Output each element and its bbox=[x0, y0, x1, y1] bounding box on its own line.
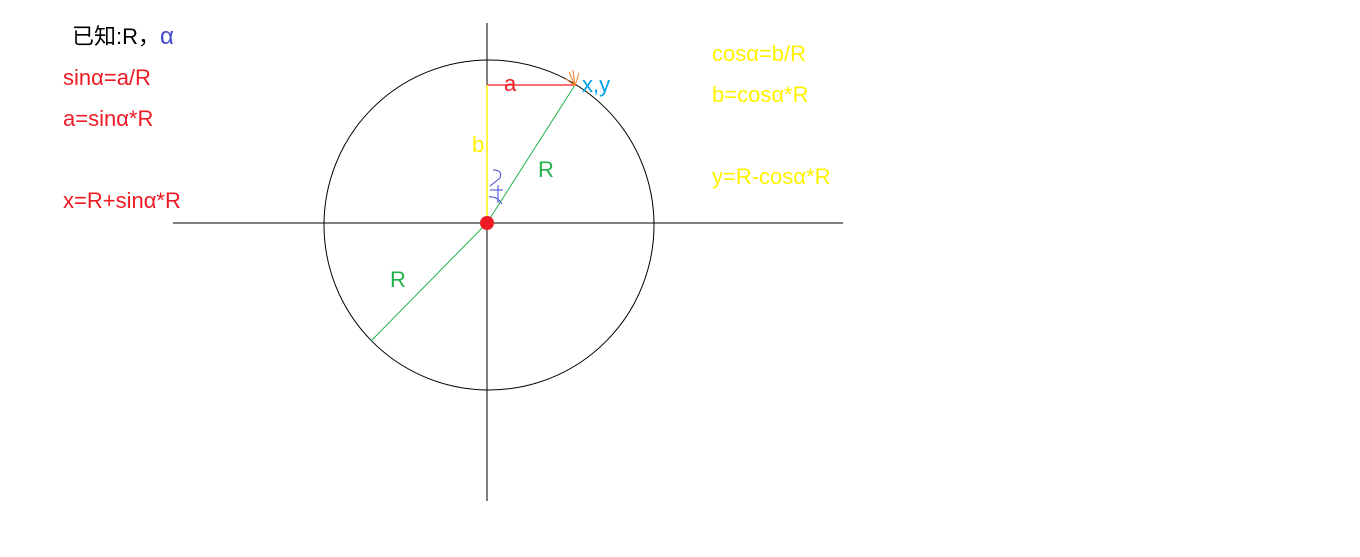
alpha-symbol: α bbox=[160, 23, 174, 50]
sine-formula-3: x=R+sinα*R bbox=[63, 188, 181, 213]
cosine-formula-2: b=cosα*R bbox=[712, 82, 809, 107]
circle bbox=[323, 59, 655, 391]
cosine-formula-3: y=R-cosα*R bbox=[712, 164, 831, 189]
point-marker bbox=[565, 69, 580, 87]
label-point: x,y bbox=[582, 72, 611, 97]
label-radius-lower: R bbox=[390, 267, 406, 292]
label-b: b bbox=[472, 132, 485, 157]
radius-lower bbox=[370, 222, 488, 342]
label-radius-upper: R bbox=[538, 157, 554, 182]
cosine-formula-1: cosα=b/R bbox=[712, 41, 807, 66]
given-text: 已知:R，α bbox=[72, 24, 174, 50]
sine-formula-1: sinα=a/R bbox=[63, 65, 151, 90]
center-point bbox=[480, 216, 494, 230]
radius-upper bbox=[486, 84, 576, 224]
sine-formula-2: a=sinα*R bbox=[63, 106, 154, 131]
given-label: 已知:R， bbox=[72, 24, 161, 49]
label-a: a bbox=[504, 71, 517, 96]
angle-mark bbox=[488, 169, 503, 205]
